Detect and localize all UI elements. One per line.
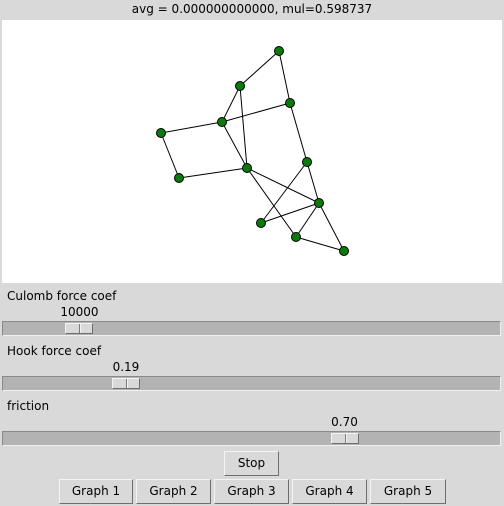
graph-node[interactable]	[314, 198, 324, 208]
graph-2-button[interactable]: Graph 2	[136, 479, 211, 504]
hook-force-slider-thumb[interactable]	[111, 378, 140, 389]
graph-canvas[interactable]	[2, 20, 502, 283]
graph-edge	[289, 102, 308, 163]
graph-edge	[278, 50, 291, 104]
graph-node[interactable]	[235, 81, 245, 91]
graph-edge	[295, 202, 320, 238]
graph-node[interactable]	[242, 163, 252, 173]
graph-node[interactable]	[174, 173, 184, 183]
status-text: avg = 0.000000000000, mul=0.598737	[131, 2, 373, 16]
graph-node[interactable]	[156, 128, 166, 138]
friction-value: 0.70	[331, 415, 358, 429]
graph-edge	[221, 85, 241, 123]
culomb-force-slider-thumb[interactable]	[65, 323, 94, 334]
friction-slider-thumb[interactable]	[330, 433, 359, 444]
graph-edge	[239, 85, 248, 169]
friction-label: friction	[7, 399, 50, 413]
culomb-force-value: 10000	[60, 305, 99, 319]
graph-edge	[160, 121, 223, 134]
culomb-force-slider[interactable]	[2, 321, 501, 336]
graph-drawing	[156, 46, 349, 256]
hook-force-label: Hook force coef	[7, 344, 102, 358]
graph-edge	[295, 236, 345, 252]
stop-button[interactable]: Stop	[224, 451, 279, 476]
graph-edge	[178, 167, 248, 179]
friction-slider[interactable]	[2, 431, 501, 446]
graph-edge	[306, 161, 320, 204]
nodes-layer	[156, 46, 349, 256]
graph-edge	[246, 167, 320, 204]
graph-1-button[interactable]: Graph 1	[59, 479, 133, 504]
graph-node[interactable]	[274, 46, 284, 56]
graph-edge	[239, 50, 280, 87]
graph-edge	[221, 102, 291, 123]
graph-edge	[160, 132, 180, 179]
graph-4-button[interactable]: Graph 4	[292, 479, 367, 504]
graph-node[interactable]	[285, 98, 295, 108]
graph-5-button[interactable]: Graph 5	[370, 479, 446, 504]
graph-edge	[246, 167, 297, 238]
graph-node[interactable]	[302, 157, 312, 167]
hook-force-value: 0.19	[112, 360, 140, 374]
graph-edge	[260, 202, 320, 224]
graph-edge	[260, 161, 308, 224]
graph-node[interactable]	[291, 232, 301, 242]
graph-node[interactable]	[339, 246, 349, 256]
graph-3-button[interactable]: Graph 3	[214, 479, 289, 504]
culomb-force-label: Culomb force coef	[7, 289, 117, 303]
graph-edge	[318, 202, 345, 252]
graph-node[interactable]	[217, 117, 227, 127]
hook-force-slider[interactable]	[2, 376, 501, 391]
edges-layer	[160, 50, 345, 252]
graph-edge	[221, 121, 248, 169]
graph-node[interactable]	[256, 218, 266, 228]
